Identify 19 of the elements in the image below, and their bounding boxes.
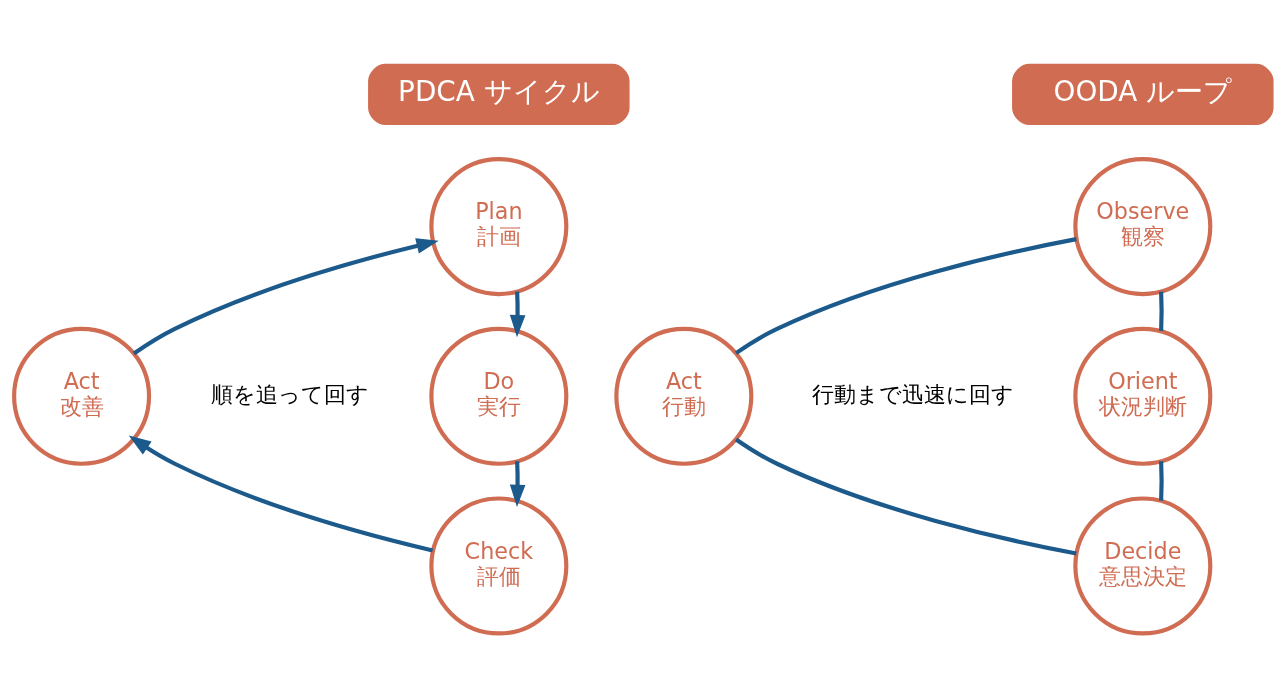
arrow xyxy=(509,460,526,507)
node-box: OODA ループ xyxy=(1012,63,1274,125)
connector xyxy=(1159,460,1164,501)
node-circle: Check 評価 xyxy=(429,495,569,636)
connector xyxy=(734,437,1077,555)
arrow xyxy=(132,237,439,355)
label: 行動まで迅速に回す xyxy=(812,380,1015,407)
node-box: PDCA サイクル xyxy=(368,63,630,125)
label: 順を追って回す xyxy=(211,380,370,407)
node-circle: Observe 観察 xyxy=(1073,156,1213,296)
node-circle: Act 行動 xyxy=(614,326,754,466)
arrow xyxy=(509,290,526,337)
node-circle: Decide 意思決定 xyxy=(1073,495,1213,636)
connector xyxy=(734,236,1077,355)
arrow xyxy=(128,435,434,552)
connector xyxy=(1159,290,1164,331)
node-circle: Do 実行 xyxy=(429,326,569,466)
node-circle: Plan 計画 xyxy=(429,156,569,296)
node-circle: Orient 状況判断 xyxy=(1073,326,1213,466)
